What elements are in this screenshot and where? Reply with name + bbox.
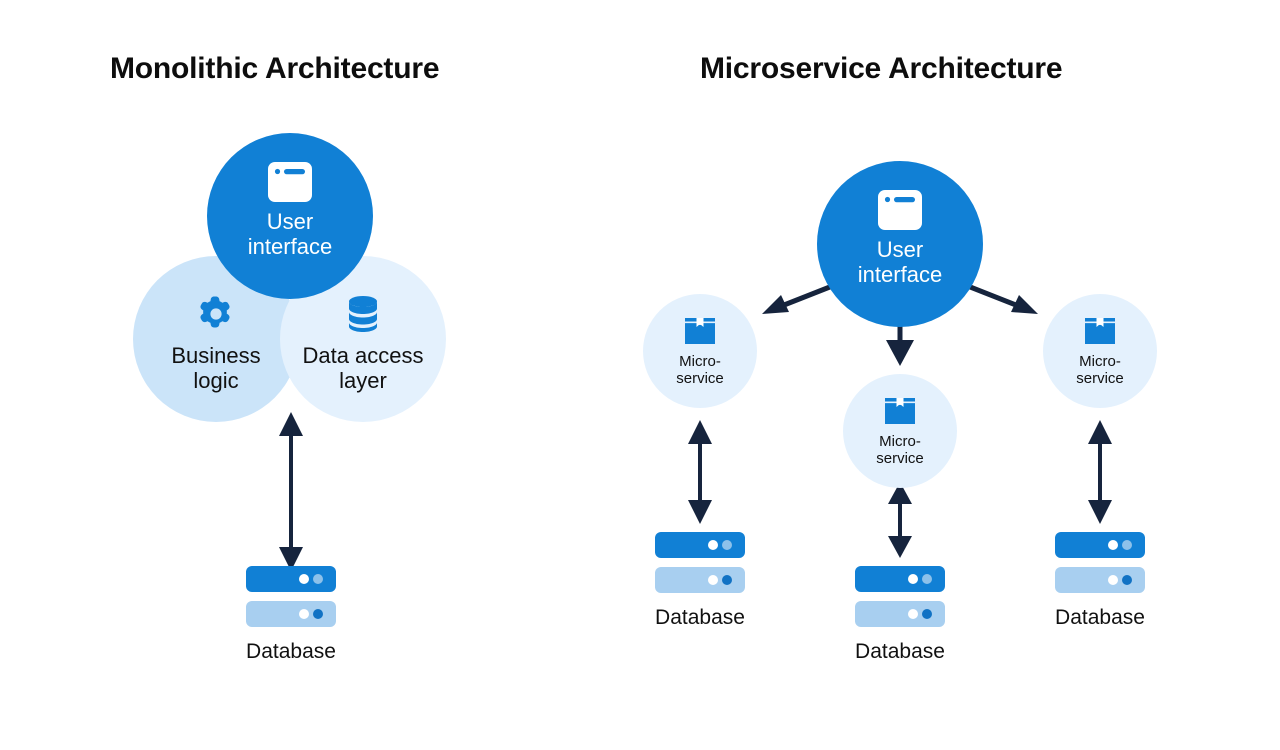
database-icon <box>1055 532 1145 594</box>
package-box-icon <box>683 314 717 348</box>
microservice-panel-title: Microservice Architecture <box>700 52 1063 85</box>
connector-mono-db-link <box>279 412 303 571</box>
node-microservice-user-interface-label: User interface <box>857 237 943 287</box>
node-microservice-1[interactable]: Micro- service <box>643 294 757 408</box>
node-business-logic-label: Business logic <box>171 343 261 393</box>
node-microservice-2-label: Micro- service <box>876 433 924 468</box>
node-microservice-3-label: Micro- service <box>1076 353 1124 388</box>
database-caption: Database <box>246 640 336 663</box>
database-icon <box>855 566 945 628</box>
node-data-access-layer-label: Data access layer <box>302 343 424 393</box>
node-monolith-user-interface[interactable]: User interface <box>207 133 373 299</box>
package-box-icon <box>1083 314 1117 348</box>
database-icon <box>246 566 336 628</box>
node-microservice-3[interactable]: Micro- service <box>1043 294 1157 408</box>
database-group-1[interactable]: Database <box>640 532 760 630</box>
database-cylinder-icon <box>343 292 383 336</box>
node-microservice-2[interactable]: Micro- service <box>843 374 957 488</box>
database-group-3[interactable]: Database <box>1040 532 1160 630</box>
connector-ms3-to-db3 <box>1088 420 1112 524</box>
database-caption: Database <box>855 640 945 663</box>
database-caption: Database <box>1055 606 1145 629</box>
node-microservice-1-label: Micro- service <box>676 353 724 388</box>
gear-icon <box>194 292 238 336</box>
node-monolith-user-interface-label: User interface <box>247 209 333 259</box>
database-caption: Database <box>655 606 745 629</box>
database-group-monolith[interactable]: Database <box>231 566 351 664</box>
connector-ms2-to-db2 <box>888 482 912 558</box>
monolithic-panel-title: Monolithic Architecture <box>110 52 440 85</box>
window-icon <box>266 160 314 204</box>
node-business-logic[interactable]: Business logic <box>133 256 299 422</box>
node-microservice-user-interface[interactable]: User interface <box>817 161 983 327</box>
window-icon <box>876 188 924 232</box>
connector-ms1-to-db1 <box>688 420 712 524</box>
package-box-icon <box>883 394 917 428</box>
database-group-2[interactable]: Database <box>840 566 960 664</box>
database-icon <box>655 532 745 594</box>
